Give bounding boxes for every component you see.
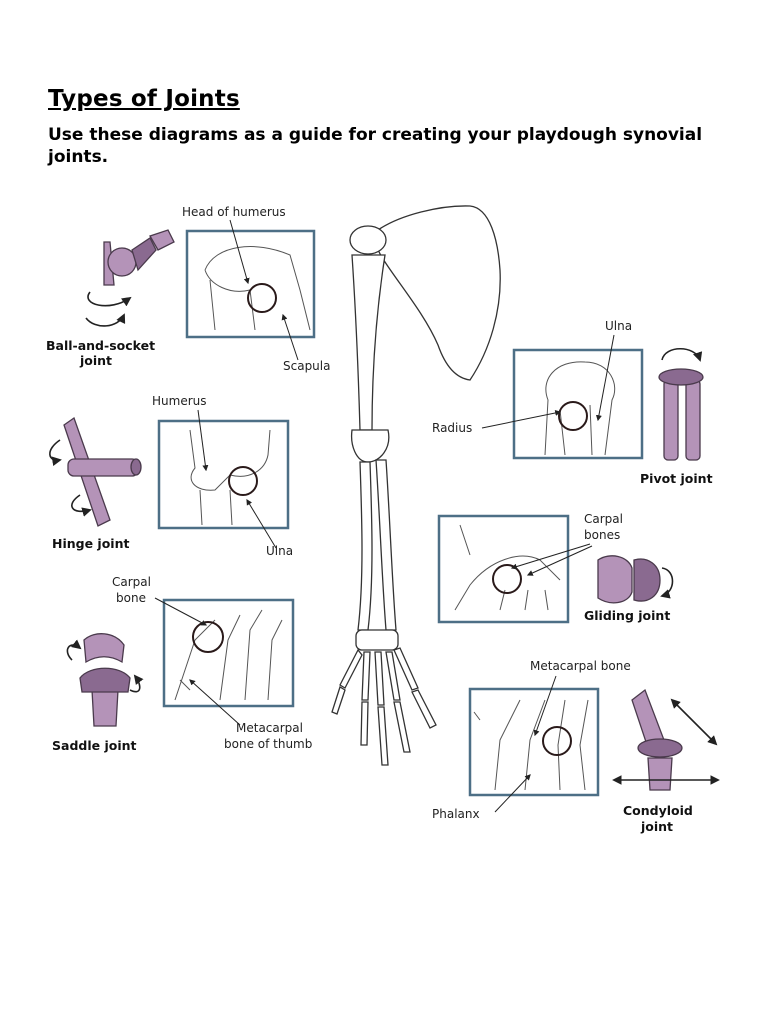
condyloid-box	[468, 687, 600, 797]
ball-socket-label-bottom: Scapula	[283, 359, 330, 373]
saddle-label-top-2: bone	[116, 591, 146, 605]
gliding-box	[437, 514, 570, 624]
gliding-section: Carpal bones Gliding joint	[437, 512, 674, 624]
hinge-ring	[228, 466, 258, 496]
ring-phalanx	[393, 701, 411, 753]
hinge-box	[157, 419, 290, 530]
condyloid-label-top: Metacarpal bone	[530, 659, 631, 673]
middle-phalanx	[377, 706, 389, 766]
elbow-joint-bone	[350, 429, 390, 463]
saddle-box	[162, 598, 295, 708]
hinge-section: Hinge joint Humerus Ulna	[49, 394, 293, 558]
radius-bone	[357, 461, 373, 631]
ring-metacarpal	[385, 651, 401, 701]
condyloid-section: Metacarpal bone Phalanx Condyloid joint	[432, 659, 720, 834]
gliding-name: Gliding joint	[584, 608, 670, 623]
saddle-label-bottom-1: Metacarpal	[236, 721, 303, 735]
pivot-label-left: Radius	[432, 421, 472, 435]
pivot-box	[512, 348, 644, 460]
pivot-label-top: Ulna	[605, 319, 632, 333]
ball-socket-ring	[247, 283, 277, 313]
carpal-bones	[355, 629, 399, 651]
gliding-ring	[492, 564, 522, 594]
humerus-head	[349, 225, 387, 255]
pivot-model	[658, 347, 704, 461]
middle-metacarpal	[374, 651, 385, 706]
ball-socket-section: Ball-and-socket joint Head of humerus Sc…	[46, 205, 330, 373]
condyloid-model	[612, 688, 720, 791]
little-phalanx	[411, 689, 437, 729]
gliding-model	[597, 555, 674, 604]
scapula-bone	[374, 205, 501, 381]
pivot-ring	[558, 401, 588, 431]
saddle-ring	[192, 621, 224, 653]
index-metacarpal	[361, 651, 371, 701]
condyloid-name-2: joint	[640, 819, 673, 834]
thumb-phalanx	[331, 686, 346, 715]
saddle-section: Carpal bone Metacarpal bone of thumb Sad…	[52, 575, 312, 753]
index-phalanx	[360, 701, 369, 746]
ball-socket-label-top: Head of humerus	[182, 205, 286, 219]
hinge-model	[49, 416, 142, 527]
ball-socket-name-1: Ball-and-socket	[46, 338, 155, 353]
ball-socket-box	[185, 229, 316, 339]
hinge-name: Hinge joint	[52, 536, 129, 551]
saddle-model	[66, 633, 144, 727]
ball-socket-model	[85, 229, 175, 327]
thumb-metacarpal	[339, 648, 363, 689]
gliding-label-2: bones	[584, 528, 620, 542]
condyloid-name-1: Condyloid	[623, 803, 693, 818]
condyloid-ring	[542, 726, 572, 756]
gliding-label-1: Carpal	[584, 512, 623, 526]
condyloid-label-bottom: Phalanx	[432, 807, 480, 821]
ball-socket-name-2: joint	[79, 353, 112, 368]
little-metacarpal	[393, 647, 419, 691]
saddle-label-bottom-2: bone of thumb	[224, 737, 312, 751]
arm-skeleton	[331, 205, 501, 766]
humerus-bone	[351, 254, 386, 431]
pivot-section: Ulna Radius Pivot joint	[432, 319, 713, 486]
hinge-label-bottom: Ulna	[266, 544, 293, 558]
page-subtitle: Use these diagrams as a guide for creati…	[48, 125, 703, 167]
saddle-label-top-1: Carpal	[112, 575, 151, 589]
saddle-name: Saddle joint	[52, 738, 137, 753]
page-title: Types of Joints	[48, 86, 240, 112]
ulna-bone	[375, 459, 397, 631]
pivot-name: Pivot joint	[640, 471, 713, 486]
hinge-label-top: Humerus	[152, 394, 207, 408]
